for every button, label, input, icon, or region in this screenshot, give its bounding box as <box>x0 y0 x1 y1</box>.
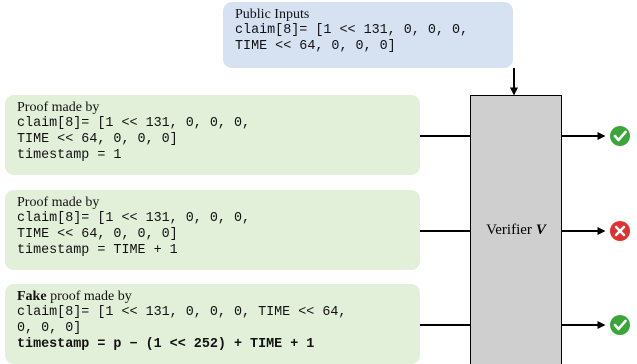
proof-1-line-2: TIME << 64, 0, 0, 0] <box>17 132 178 147</box>
public-inputs-title: Public Inputs <box>235 7 310 22</box>
fake-label: Fake <box>17 289 47 304</box>
public-inputs-line-2: TIME << 64, 0, 0, 0] <box>235 39 396 54</box>
cross-circle-icon <box>610 221 630 241</box>
proof-3-line-1: claim[8]= [1 << 131, 0, 0, 0, TIME << 64… <box>17 305 347 320</box>
proof-1-line-3: timestamp = 1 <box>17 148 122 163</box>
proof-1-title: Proof made by <box>17 100 100 115</box>
proof-2-title: Proof made by <box>17 195 100 210</box>
public-inputs-box: Public Inputs claim[8]= [1 << 131, 0, 0,… <box>223 2 513 68</box>
verifier-label: Verifier <box>486 221 532 238</box>
proof-box-2: Proof made by claim[8]= [1 << 131, 0, 0,… <box>5 190 420 270</box>
proof-box-1: Proof made by claim[8]= [1 << 131, 0, 0,… <box>5 95 420 175</box>
proof-2-line-1: claim[8]= [1 << 131, 0, 0, 0, <box>17 211 251 226</box>
check-circle-icon <box>610 126 630 146</box>
proof-1-line-1: claim[8]= [1 << 131, 0, 0, 0, <box>17 116 251 131</box>
verifier-symbol: V <box>535 221 546 238</box>
proof-3-title: Fake proof made by <box>17 289 408 305</box>
proof-3-title-rest: proof made by <box>46 289 132 304</box>
check-circle-icon <box>610 315 630 335</box>
proof-box-3-fake: Fake proof made by claim[8]= [1 << 131, … <box>5 284 420 364</box>
proof-3-line-3: timestamp = p − (1 << 252) + TIME + 1 <box>17 337 315 352</box>
proof-3-line-2: 0, 0, 0] <box>17 321 82 336</box>
public-inputs-line-1: claim[8]= [1 << 131, 0, 0, 0, <box>235 23 469 38</box>
proof-2-line-3: timestamp = TIME + 1 <box>17 243 178 258</box>
proof-2-line-2: TIME << 64, 0, 0, 0] <box>17 227 178 242</box>
